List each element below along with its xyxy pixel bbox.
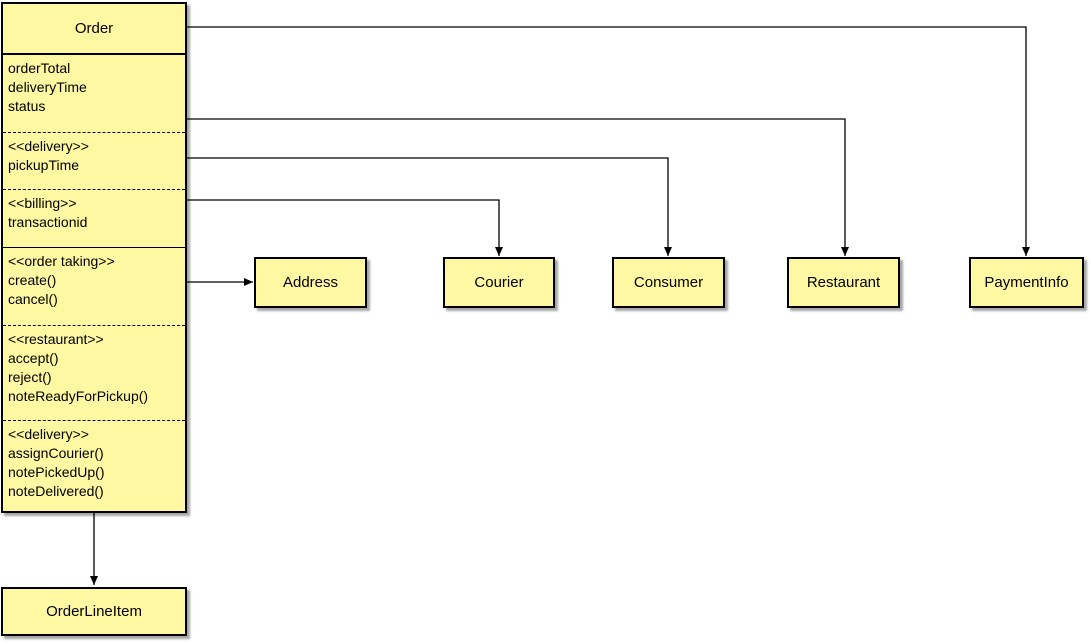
operation-note-ready-for-pickup: noteReadyForPickup()	[8, 388, 149, 404]
arrow-order-to-paymentinfo	[187, 26, 1030, 256]
order-attributes-section: orderTotal deliveryTime status	[3, 55, 185, 133]
billing-attributes-section: <<billing>> transactionid	[3, 190, 185, 248]
operation-reject: reject()	[8, 369, 52, 385]
stereotype-order-taking: <<order taking>>	[8, 253, 115, 269]
attribute-pickup-time: pickupTime	[8, 157, 80, 173]
operation-accept: accept()	[8, 350, 59, 366]
delivery-attributes-section: <<delivery>> pickupTime	[3, 133, 185, 190]
operation-cancel: cancel()	[8, 291, 58, 307]
stereotype-billing: <<billing>>	[8, 195, 77, 211]
paymentinfo-class-label: PaymentInfo	[984, 274, 1069, 291]
operation-assign-courier: assignCourier()	[8, 445, 104, 461]
restaurant-operations-section: <<restaurant>> accept() reject() noteRea…	[3, 326, 185, 421]
address-class-label: Address	[282, 274, 339, 291]
arrow-order-to-courier	[187, 199, 503, 256]
orderlineitem-class-label: OrderLineItem	[46, 603, 142, 620]
attribute-delivery-time: deliveryTime	[8, 79, 87, 95]
operation-note-picked-up: notePickedUp()	[8, 464, 105, 480]
attribute-status: status	[8, 98, 46, 114]
courier-class-label: Courier	[474, 274, 524, 291]
restaurant-class-label: Restaurant	[806, 274, 881, 291]
consumer-class-box[interactable]: Consumer	[612, 257, 725, 308]
consumer-class-label: Consumer	[633, 274, 704, 291]
arrow-order-to-consumer	[187, 157, 672, 256]
arrow-order-to-restaurant	[187, 118, 849, 256]
stereotype-restaurant: <<restaurant>>	[8, 331, 104, 347]
operation-create: create()	[8, 272, 57, 288]
attribute-transaction-id: transactionid	[8, 214, 88, 230]
address-class-box[interactable]: Address	[254, 257, 367, 308]
attribute-order-total: orderTotal	[8, 60, 71, 76]
paymentinfo-class-box[interactable]: PaymentInfo	[969, 257, 1084, 308]
delivery-operations-section: <<delivery>> assignCourier() notePickedU…	[3, 421, 185, 511]
stereotype-delivery: <<delivery>>	[8, 138, 89, 154]
stereotype-delivery-ops: <<delivery>>	[8, 426, 89, 442]
courier-class-box[interactable]: Courier	[443, 257, 555, 308]
restaurant-class-box[interactable]: Restaurant	[787, 257, 900, 308]
order-class-title: Order	[3, 4, 185, 55]
operation-note-delivered: noteDelivered()	[8, 483, 104, 499]
order-taking-operations-section: <<order taking>> create() cancel()	[3, 248, 185, 326]
order-class-box[interactable]: Order orderTotal deliveryTime status <<d…	[1, 2, 187, 513]
orderlineitem-class-box[interactable]: OrderLineItem	[1, 587, 187, 636]
